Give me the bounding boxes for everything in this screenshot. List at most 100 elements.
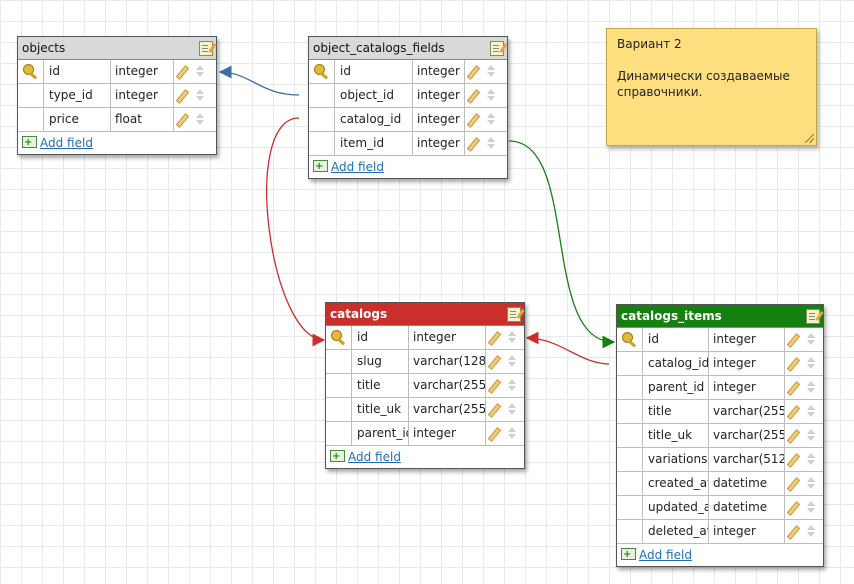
field-name: title_uk [352,398,409,421]
table-catalogs[interactable]: catalogs id integer slug varchar(128) ti… [325,302,525,469]
sort-arrows-icon[interactable] [807,501,815,514]
field-name: updated_at [643,496,709,519]
table-objects[interactable]: objects id integer type_id integer price… [17,36,217,155]
sort-arrows-icon[interactable] [807,357,815,370]
field-type: integer [709,328,785,351]
key-cell [617,496,643,519]
edit-table-icon[interactable] [806,309,820,324]
table-header[interactable]: object_catalogs_fields [309,37,507,60]
table-row[interactable]: catalog_id integer [617,352,823,376]
table-row[interactable]: price float [18,108,216,132]
add-field-link[interactable]: Add field [331,160,384,174]
resize-handle-icon[interactable] [805,134,814,143]
pencil-icon[interactable] [175,113,190,128]
sort-arrows-icon[interactable] [807,405,815,418]
table-row[interactable]: title varchar(255) [617,400,823,424]
field-name: id [643,328,709,351]
table-catalogs-items[interactable]: catalogs_items id integer catalog_id int… [616,304,824,567]
pencil-icon[interactable] [786,501,801,516]
pencil-icon[interactable] [466,137,481,152]
sort-arrows-icon[interactable] [487,113,495,126]
pencil-icon[interactable] [487,379,502,394]
table-row[interactable]: id integer [309,60,507,84]
pencil-icon[interactable] [786,357,801,372]
add-field-icon[interactable] [22,132,37,154]
key-cell [617,424,643,447]
add-field-link[interactable]: Add field [40,136,93,150]
field-type: datetime [709,496,785,519]
sort-arrows-icon[interactable] [508,379,516,392]
field-name: id [352,326,409,349]
pencil-icon[interactable] [786,405,801,420]
add-field-icon[interactable] [330,446,345,468]
sort-arrows-icon[interactable] [487,137,495,150]
pencil-icon[interactable] [487,331,502,346]
pencil-icon[interactable] [487,355,502,370]
pencil-icon[interactable] [487,403,502,418]
pencil-icon[interactable] [466,89,481,104]
table-row[interactable]: catalog_id integer [309,108,507,132]
table-row[interactable]: object_id integer [309,84,507,108]
pencil-icon[interactable] [786,453,801,468]
pencil-icon[interactable] [466,65,481,80]
sort-arrows-icon[interactable] [487,89,495,102]
pencil-icon[interactable] [466,113,481,128]
sort-arrows-icon[interactable] [807,525,815,538]
pencil-icon[interactable] [786,477,801,492]
pencil-icon[interactable] [175,65,190,80]
sort-arrows-icon[interactable] [196,113,204,126]
table-row[interactable]: id integer [617,328,823,352]
table-object-catalogs-fields[interactable]: object_catalogs_fields id integer object… [308,36,508,179]
pencil-icon[interactable] [786,525,801,540]
key-cell [617,448,643,471]
table-row[interactable]: parent_id integer [617,376,823,400]
sort-arrows-icon[interactable] [508,427,516,440]
sort-arrows-icon[interactable] [807,477,815,490]
table-row[interactable]: updated_at datetime [617,496,823,520]
sort-arrows-icon[interactable] [487,65,495,78]
pencil-icon[interactable] [175,89,190,104]
pencil-icon[interactable] [786,333,801,348]
table-header[interactable]: objects [18,37,216,60]
table-header[interactable]: catalogs_items [617,305,823,328]
pencil-icon[interactable] [786,429,801,444]
edit-table-icon[interactable] [490,41,504,56]
sort-arrows-icon[interactable] [196,89,204,102]
add-field-icon[interactable] [313,156,328,178]
table-row[interactable]: item_id integer [309,132,507,156]
sort-arrows-icon[interactable] [196,65,204,78]
key-cell [617,352,643,375]
sort-arrows-icon[interactable] [807,429,815,442]
edit-table-icon[interactable] [199,41,213,56]
field-name: title [643,400,709,423]
add-field-link[interactable]: Add field [348,450,401,464]
add-field-link[interactable]: Add field [639,548,692,562]
key-cell [18,84,44,107]
pencil-icon[interactable] [786,381,801,396]
sort-arrows-icon[interactable] [508,403,516,416]
table-row[interactable]: parent_id integer [326,422,524,446]
field-actions [174,84,210,107]
table-row[interactable]: title varchar(255) [326,374,524,398]
sticky-note[interactable]: Вариант 2 Динамически создаваемые справо… [606,28,817,146]
field-actions [785,400,821,423]
table-row[interactable]: title_uk varchar(255) [617,424,823,448]
table-row[interactable]: created_at datetime [617,472,823,496]
sort-arrows-icon[interactable] [508,355,516,368]
table-row[interactable]: id integer [326,326,524,350]
sort-arrows-icon[interactable] [807,333,815,346]
table-row[interactable]: type_id integer [18,84,216,108]
sort-arrows-icon[interactable] [807,453,815,466]
table-row[interactable]: title_uk varchar(255) [326,398,524,422]
add-field-icon[interactable] [621,544,636,566]
pencil-icon[interactable] [487,427,502,442]
sort-arrows-icon[interactable] [508,331,516,344]
edit-table-icon[interactable] [507,307,521,322]
table-row[interactable]: deleted_at integer [617,520,823,544]
table-row[interactable]: slug varchar(128) [326,350,524,374]
field-actions [785,352,821,375]
table-header[interactable]: catalogs [326,303,524,326]
sort-arrows-icon[interactable] [807,381,815,394]
table-row[interactable]: id integer [18,60,216,84]
table-row[interactable]: variations varchar(512) [617,448,823,472]
